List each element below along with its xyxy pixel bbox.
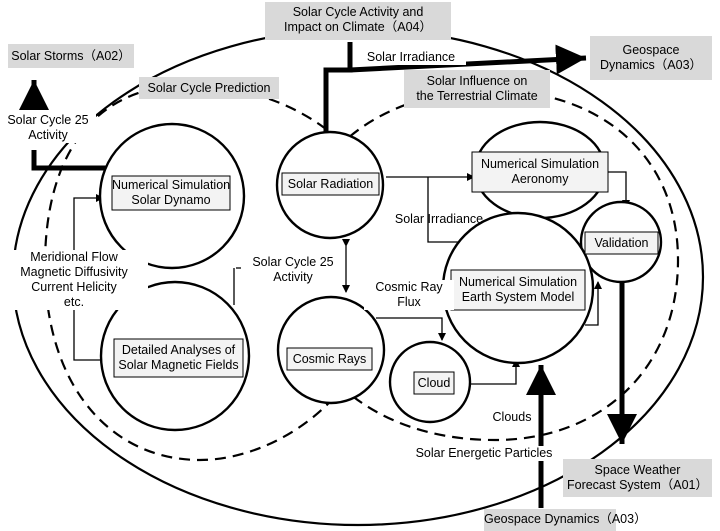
cosmic-rays-frame [286, 347, 373, 371]
solar-cycle25-left-label: Solar Cycle 25 Activity [0, 113, 96, 143]
thick-arrow-geospace-top [349, 44, 587, 75]
arrow-cosmic-to-cloud [376, 317, 446, 341]
cloud-frame [413, 371, 455, 395]
solar-cycle25-left-line2: Activity [28, 128, 68, 142]
solar-cycle25-center-line1: Solar Cycle 25 [252, 255, 334, 269]
clouds-label: Clouds [492, 410, 532, 424]
geospace-top-line2: Dynamics（A03） [599, 58, 703, 72]
solar-influence-box [404, 70, 550, 108]
solar-cycle-prediction-label: Solar Cycle Prediction [147, 81, 271, 95]
solar-irradiance-top-label: Solar Irradiance [356, 50, 466, 65]
earth-model-frame [450, 269, 586, 311]
aeronomy-line2: Aeronomy [511, 172, 569, 186]
solar-radiation-frame [281, 172, 380, 196]
space-weather-label: Space Weather Forecast System（A01） [563, 463, 712, 493]
arrow-irradiance-down [427, 177, 471, 246]
sim-solar-dynamo-frame [111, 175, 231, 211]
sim-solar-dynamo-line2: Solar Dynamo [131, 193, 211, 207]
space-weather-line1: Space Weather [594, 463, 681, 477]
analyses-line2: Solar Magnetic Fields [118, 358, 239, 372]
solar-storms-label: Solar Storms（A02） [11, 49, 131, 63]
solar-radiation-label: Solar Radiation [287, 177, 374, 191]
thick-line-a04 [323, 42, 353, 173]
analyses-line1: Detailed Analyses of [121, 343, 236, 357]
current-helicity-text: Current Helicity [31, 280, 117, 294]
solar-energetic-particles-label: Solar Energetic Particles [405, 446, 563, 461]
meridional-flow-label: Meridional Flow Magnetic Diffusivity Cur… [0, 250, 148, 310]
aeronomy-line1: Numerical Simulation [480, 157, 600, 171]
aeronomy-frame [471, 151, 609, 193]
sim-solar-dynamo-line1: Numerical Simulation [112, 178, 231, 192]
solar-storms-box [8, 44, 134, 68]
solar-cycle-activity-box [265, 2, 451, 40]
geospace-top-box [590, 36, 712, 80]
analyses-label: Detailed Analyses of Solar Magnetic Fiel… [114, 343, 243, 373]
analyses-frame [113, 338, 244, 378]
geospace-top-label: Geospace Dynamics（A03） [590, 43, 712, 73]
arrow-to-dynamo [73, 194, 104, 258]
thick-line-solar-storms-a [31, 150, 110, 171]
solar-cycle25-center-label: Solar Cycle 25 Activity [241, 255, 345, 285]
cosmic-rays-label: Cosmic Rays [292, 352, 367, 366]
geospace-top-line1: Geospace [622, 43, 680, 57]
magnetic-diffusivity-text: Magnetic Diffusivity [20, 265, 128, 279]
cloud-label: Cloud [417, 376, 451, 390]
earth-model-line2: Earth System Model [461, 290, 575, 304]
space-weather-box [563, 459, 712, 497]
solar-irradiance-mid-label: Solar Irradiance [394, 212, 484, 226]
arrow-aeronomy-to-validation [608, 171, 630, 208]
sim-solar-dynamo-label: Numerical Simulation Solar Dynamo [112, 178, 230, 208]
solar-influence-line2: the Terrestrial Climate [416, 89, 538, 103]
solar-influence-label: Solar Influence on the Terrestrial Clima… [404, 74, 550, 104]
meridional-flow-text: Meridional Flow [30, 250, 118, 264]
solar-cycle25-left-line1: Solar Cycle 25 [7, 113, 89, 127]
aeronomy-label: Numerical Simulation Aeronomy [472, 157, 608, 187]
solar-influence-line1: Solar Influence on [426, 74, 528, 88]
validation-label: Validation [594, 236, 649, 250]
cosmic-ray-flux-line1: Cosmic Ray [375, 280, 443, 294]
earth-model-label: Numerical Simulation Earth System Model [451, 275, 585, 305]
space-weather-line2: Forecast System（A01） [566, 478, 709, 492]
earth-model-line1: Numerical Simulation [458, 275, 578, 289]
validation-frame [584, 231, 659, 255]
geospace-bottom-label: Geospace Dynamics（A03） [484, 512, 647, 526]
cosmic-ray-flux-line2: Flux [397, 295, 421, 309]
solar-cycle-activity-label: Solar Cycle Activity and Impact on Clima… [265, 5, 451, 35]
geospace-bottom-box [484, 509, 616, 531]
arrow-earth-to-validation [585, 281, 602, 326]
arrow-cloud-to-earth [470, 359, 520, 385]
cosmic-ray-flux-label: Cosmic Ray Flux [364, 280, 454, 310]
etc-text: etc. [63, 295, 85, 309]
solar-cycle25-center-line2: Activity [273, 270, 313, 284]
solar-cycle-activity-line2: Impact on Climate（A04） [284, 20, 432, 34]
solar-cycle-activity-line1: Solar Cycle Activity and [292, 5, 424, 19]
solar-cycle-prediction-box [139, 77, 279, 99]
